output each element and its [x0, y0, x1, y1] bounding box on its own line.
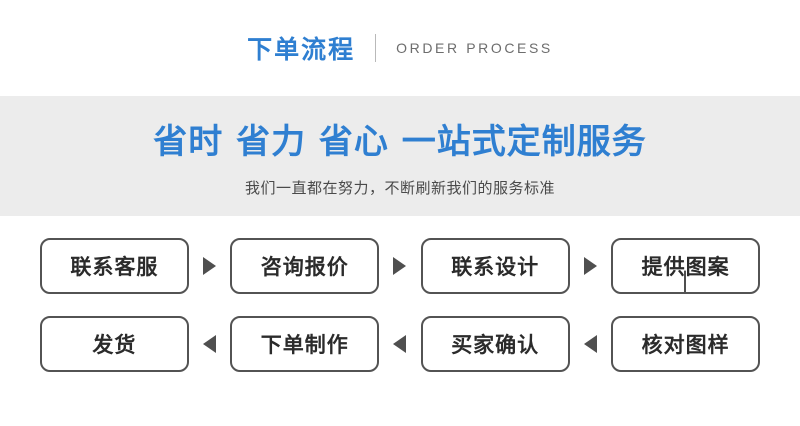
banner-headline: 省时 省力 省心 一站式定制服务 — [153, 122, 647, 162]
flow-diagram: 联系客服 咨询报价 联系设计 提供图案 发货 下单制作 — [0, 216, 800, 372]
step-label: 联系客服 — [70, 255, 159, 279]
step-contact-design[interactable]: 联系设计 — [420, 238, 570, 294]
step-contact-service[interactable]: 联系客服 — [40, 238, 189, 294]
arrow-right-icon — [570, 257, 612, 275]
step-label: 提供图案 — [641, 255, 730, 279]
arrow-right-icon — [379, 257, 421, 275]
step-label: 咨询报价 — [260, 255, 349, 279]
flow-row-2: 发货 下单制作 买家确认 核对图样 — [40, 316, 760, 372]
step-buyer-confirm[interactable]: 买家确认 — [420, 316, 570, 372]
arrow-left-icon — [189, 335, 231, 353]
page-title-cn: 下单流程 — [247, 35, 356, 64]
step-label: 核对图样 — [641, 333, 730, 357]
step-label: 联系设计 — [451, 255, 540, 279]
arrow-left-icon — [379, 335, 421, 353]
step-check-artwork[interactable]: 核对图样 — [611, 316, 760, 372]
banner-subline: 我们一直都在努力，不断刷新我们的服务标准 — [244, 179, 555, 197]
step-place-order-production[interactable]: 下单制作 — [230, 316, 380, 372]
step-provide-artwork[interactable]: 提供图案 — [611, 238, 760, 294]
page-title-en: ORDER PROCESS — [396, 40, 553, 56]
arrow-left-icon — [570, 335, 612, 353]
step-shipment[interactable]: 发货 — [40, 316, 189, 372]
step-inquire-quote[interactable]: 咨询报价 — [230, 238, 380, 294]
arrow-right-icon — [189, 257, 231, 275]
flow-row-1: 联系客服 咨询报价 联系设计 提供图案 — [40, 238, 760, 294]
step-label: 下单制作 — [260, 333, 349, 357]
step-label: 发货 — [92, 333, 137, 357]
page-header: 下单流程 ORDER PROCESS — [0, 0, 800, 96]
banner: 省时 省力 省心 一站式定制服务 我们一直都在努力，不断刷新我们的服务标准 — [0, 96, 800, 216]
step-label: 买家确认 — [451, 333, 540, 357]
header-divider — [375, 34, 377, 62]
